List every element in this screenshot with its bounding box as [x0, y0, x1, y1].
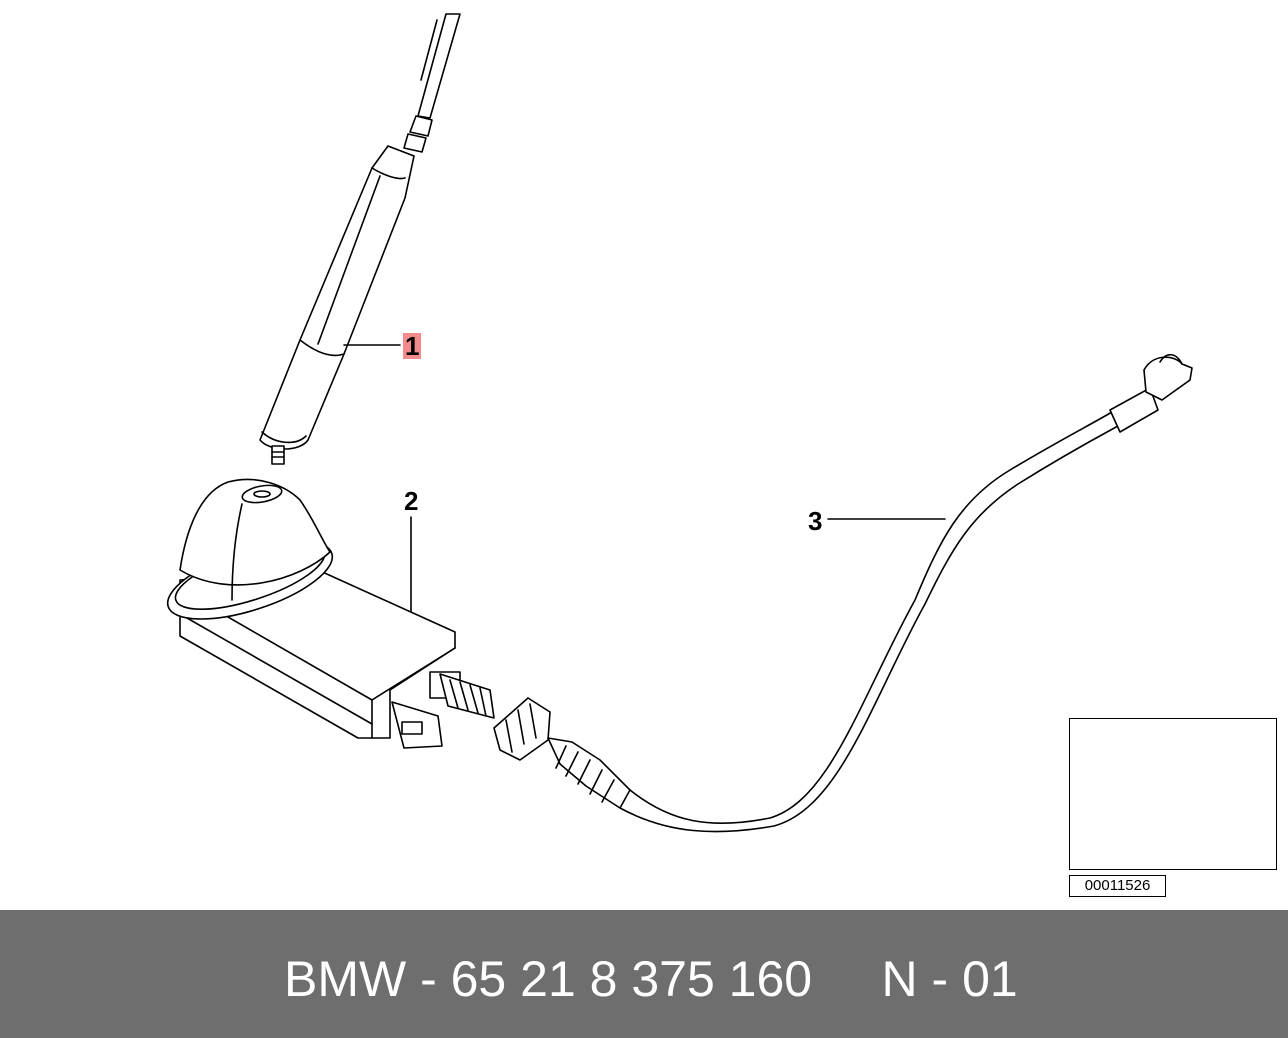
parts-diagram — [166, 13, 1270, 862]
locator-code: 00011526 — [1069, 875, 1166, 897]
part-number-caption: BMW - 65 21 8 375 160 N - 01 — [284, 951, 1018, 1007]
callout-1-label: 1 — [403, 331, 422, 361]
callout-3-label: 3 — [808, 506, 823, 536]
footer-bar — [0, 910, 1288, 1038]
callout-2-label: 2 — [404, 486, 419, 516]
antenna-mast-icon — [259, 13, 461, 465]
antenna-base-amplifier-icon — [166, 478, 495, 749]
antenna-cable-icon — [493, 353, 1193, 833]
locator-frame — [1069, 718, 1277, 870]
